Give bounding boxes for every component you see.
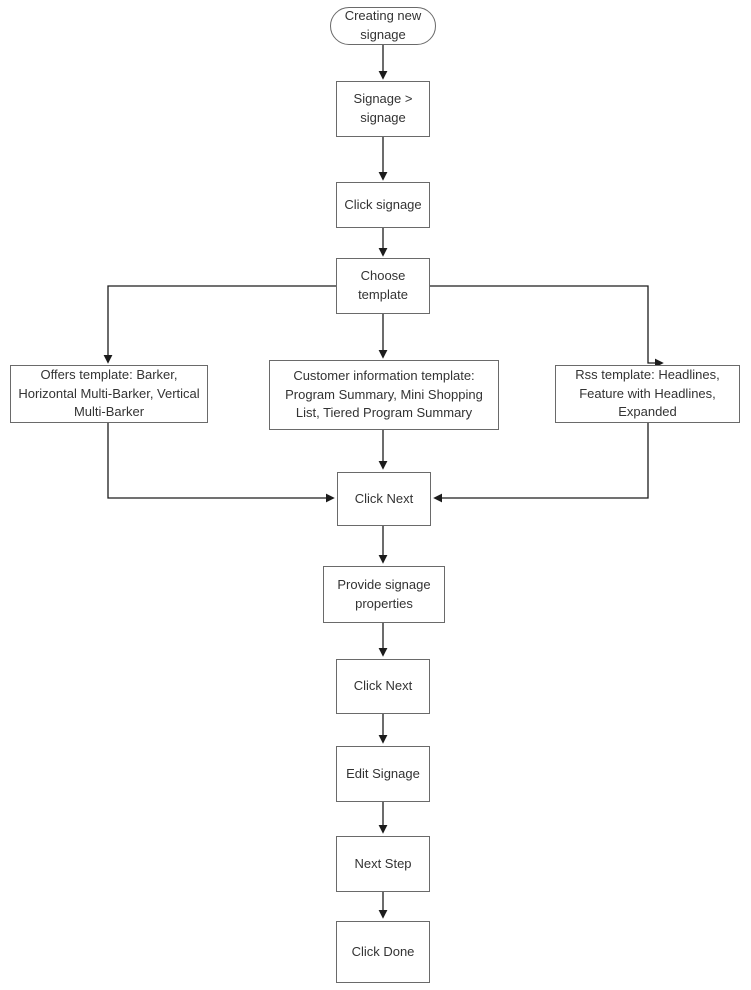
- node-customer-info-template: Customer information template: Program S…: [269, 360, 499, 430]
- node-click-next-2: Click Next: [336, 659, 430, 714]
- edge-rss-to-clicknext: [433, 423, 649, 503]
- node-click-signage: Click signage: [336, 182, 430, 228]
- edge-choose-to-rss: [430, 285, 664, 368]
- node-click-done: Click Done: [336, 921, 430, 983]
- node-start-terminator: Creating new signage: [330, 7, 436, 45]
- node-choose-template: Choose template: [336, 258, 430, 314]
- node-signage-menu: Signage > signage: [336, 81, 430, 137]
- node-click-next-1: Click Next: [337, 472, 431, 526]
- node-provide-properties: Provide signage properties: [323, 566, 445, 623]
- node-rss-template: Rss template: Headlines, Feature with He…: [555, 365, 740, 423]
- node-next-step: Next Step: [336, 836, 430, 892]
- node-offers-template: Offers template: Barker, Horizontal Mult…: [10, 365, 208, 423]
- edge-offers-to-clicknext: [107, 423, 335, 503]
- edge-choose-to-offers: [103, 285, 336, 364]
- node-edit-signage: Edit Signage: [336, 746, 430, 802]
